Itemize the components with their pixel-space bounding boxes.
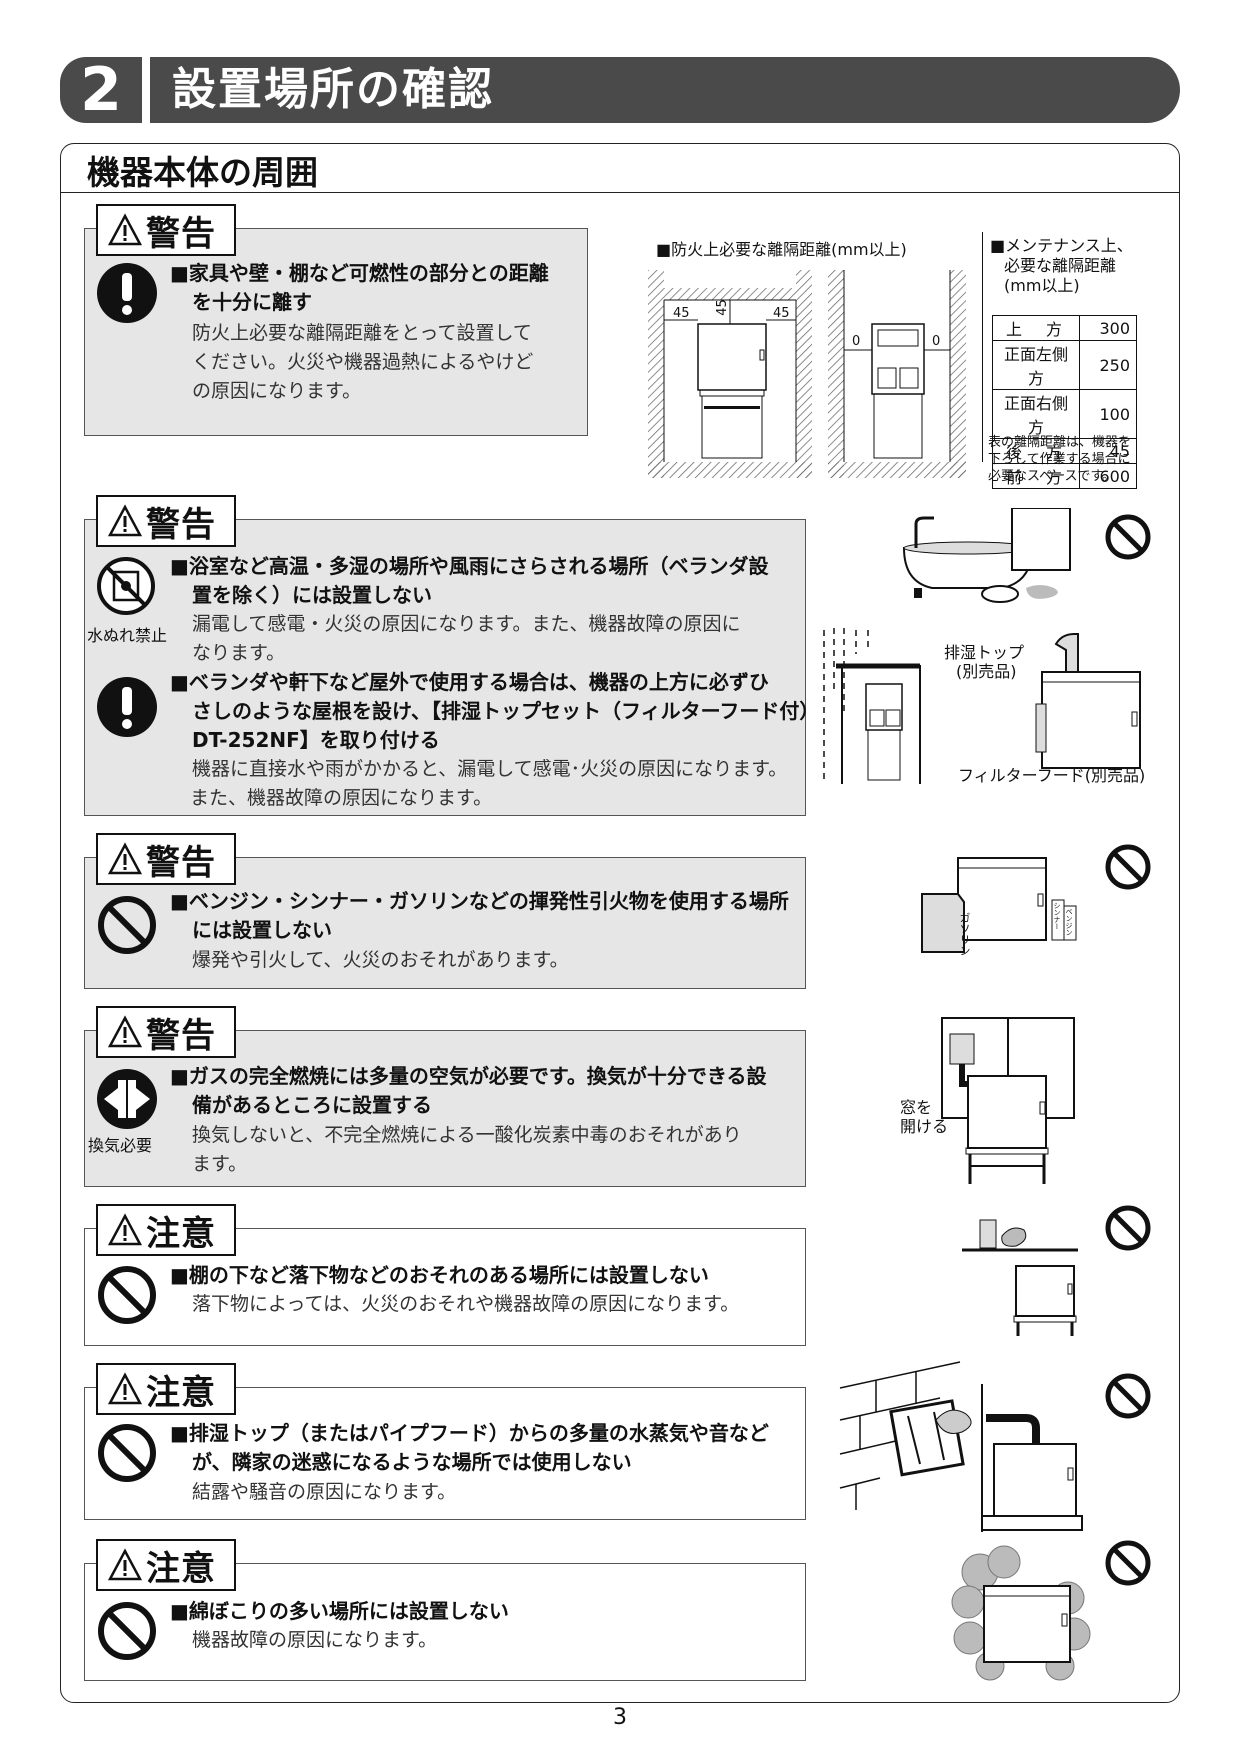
section-frame xyxy=(60,143,1180,1703)
warning-box-2 xyxy=(84,519,806,816)
caution-label: 注意 xyxy=(96,1204,236,1256)
fire-clearance-title: ■防火上必要な離隔距離(mm以上) xyxy=(656,240,907,259)
page-number: 3 xyxy=(613,1705,627,1730)
prohibited-icon xyxy=(1105,1540,1151,1586)
exhaust-top-label: 排湿トップ (別売品) xyxy=(944,643,1025,681)
block-7-body: 機器故障の原因になります。 xyxy=(192,1629,438,1651)
prohibited-icon xyxy=(1105,1373,1151,1419)
block-1-heading: ■家具や壁・棚など可燃性の部分との距離 を十分に離す xyxy=(170,261,549,314)
flammables-illustration xyxy=(921,857,1077,953)
lint-dust-illustration xyxy=(951,1545,1091,1681)
block-3-heading: ■ベンジン・シンナー・ガソリンなどの揮発性引火物を使用する場所 には設置しない xyxy=(170,889,789,942)
caution-label: 注意 xyxy=(96,1539,236,1591)
caution-triangle-icon xyxy=(108,1213,142,1246)
veranda-illustration xyxy=(823,628,921,784)
mandatory-exclamation-icon xyxy=(97,677,157,737)
warning-box-1 xyxy=(84,228,588,436)
chapter-title: 設置場所の確認 xyxy=(172,64,494,115)
icon-label-ventilation: 換気必要 xyxy=(88,1136,153,1155)
prohibited-icon xyxy=(1105,844,1151,890)
bathtub-illustration xyxy=(902,508,1071,603)
dryer-with-exhaust-top-illustration xyxy=(1035,633,1141,769)
prohibited-icon xyxy=(1105,1205,1151,1251)
section-title: 機器本体の周囲 xyxy=(87,153,318,192)
ventilation-required-icon xyxy=(97,1069,157,1129)
gasoline-can-label: ガソリン xyxy=(958,912,971,956)
prohibited-icon xyxy=(98,1602,156,1660)
block-6-heading: ■排湿トップ（またはパイプフード）からの多量の水蒸気や音など が、隣家の迷惑にな… xyxy=(170,1421,769,1474)
block-3-body: 爆発や引火して、火災のおそれがあります。 xyxy=(192,949,569,971)
open-window-label: 窓を 開ける xyxy=(900,1098,949,1136)
block-5-body: 落下物によっては、火災のおそれや機器故障の原因になります。 xyxy=(192,1293,740,1315)
open-window-illustration xyxy=(941,1017,1075,1184)
caution-triangle-icon xyxy=(108,1015,142,1048)
chapter-number: 2 xyxy=(60,57,142,123)
prohibited-icon xyxy=(98,1424,156,1482)
filter-hood-label: フィルターフード(別売品) xyxy=(958,766,1146,785)
prohibited-icon xyxy=(98,896,156,954)
clearance-diagram xyxy=(648,270,966,478)
diagram-divider xyxy=(982,232,984,462)
mandatory-exclamation-icon xyxy=(97,263,157,323)
prohibited-icon xyxy=(98,1266,156,1324)
warning-label: 警告 xyxy=(96,1006,236,1058)
icon-label-no-water: 水ぬれ禁止 xyxy=(87,626,168,645)
dim-left: 45 xyxy=(673,306,690,321)
block-4-heading: ■ガスの完全燃焼には多量の空気が必要です。換気が十分できる設 備があるところに設… xyxy=(170,1064,767,1117)
no-water-icon xyxy=(97,557,155,615)
neighbor-wall-illustration xyxy=(839,1361,1083,1532)
prohibited-icon xyxy=(1105,514,1151,560)
shelf-illustration xyxy=(962,1219,1078,1336)
dim-front-left: 0 xyxy=(852,334,861,349)
caution-triangle-icon xyxy=(108,504,142,537)
caution-label: 注意 xyxy=(96,1363,236,1415)
block-2-heading-2: ■ベランダや軒下など屋外で使用する場合は、機器の上方に必ずひ さしのような屋根を… xyxy=(170,670,820,752)
block-7-heading: ■綿ぼこりの多い場所には設置しない xyxy=(170,1599,509,1623)
dim-right: 45 xyxy=(773,306,790,321)
block-2-heading-1: ■浴室など高温・多湿の場所や風雨にさらされる場所（ベランダ設 置を除く）には設置… xyxy=(170,554,769,607)
caution-triangle-icon xyxy=(108,213,142,246)
block-6-body: 結露や騒音の原因になります。 xyxy=(192,1481,457,1503)
block-4-body: 換気しないと、不完全燃焼による一酸化炭素中毒のおそれがあり ます。 xyxy=(192,1124,742,1175)
warning-label: 警告 xyxy=(96,204,236,256)
table-note: 表の離隔距離は、機器を 下ろして作業する場合に 必要なスペースです。 xyxy=(988,435,1132,484)
block-2-body-2: 機器に直接水や雨がかかると、漏電して感電･火災の原因になります。 また、機器故障… xyxy=(190,758,788,809)
chapter-title-bar: 設置場所の確認 xyxy=(150,57,1180,123)
caution-triangle-icon xyxy=(108,1372,142,1405)
block-1-body: 防火上必要な離隔距離をとって設置して ください。火災や機器過熱によるやけど の原… xyxy=(192,322,534,402)
benzine-can-label: ベンジン xyxy=(1065,908,1073,936)
thinner-can-label: シンナー xyxy=(1053,902,1061,930)
warning-label: 警告 xyxy=(96,495,236,547)
block-2-body-1: 漏電して感電・火災の原因になります。また、機器故障の原因に なります。 xyxy=(192,613,741,664)
block-5-heading: ■棚の下など落下物などのおそれのある場所には設置しない xyxy=(170,1263,709,1287)
warning-label: 警告 xyxy=(96,833,236,885)
caution-triangle-icon xyxy=(108,1548,142,1581)
dim-top: 45 xyxy=(714,299,730,316)
caution-triangle-icon xyxy=(108,842,142,875)
section-divider xyxy=(61,192,1179,193)
dim-front-right: 0 xyxy=(932,334,941,349)
maintenance-title: ■メンテナンス上、 必要な離隔距離 (mm以上) xyxy=(990,236,1133,295)
